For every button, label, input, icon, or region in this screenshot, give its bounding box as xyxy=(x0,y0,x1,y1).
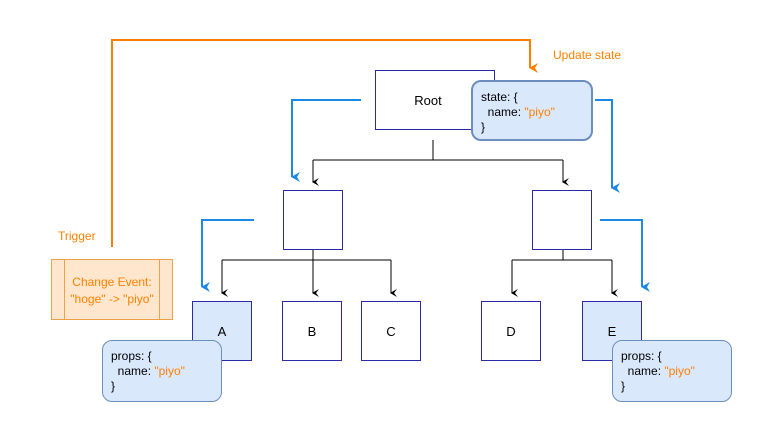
props-a-open: props: { xyxy=(111,349,152,363)
leaf-a-label: A xyxy=(217,323,227,339)
state-name-key: name: xyxy=(487,105,525,119)
change-event-values: "hoge" -> "piyo" xyxy=(70,292,154,306)
flow-arrow-root-to-right xyxy=(595,99,620,193)
leaf-b-label: B xyxy=(307,323,317,339)
change-event-title: Change Event: xyxy=(72,275,152,289)
flow-arrow-right-to-e xyxy=(600,219,650,292)
props-e-name-key: name: xyxy=(627,364,665,378)
props-e-name-value: "piyo" xyxy=(664,364,695,378)
right-child-node xyxy=(532,190,592,250)
leaf-node-b: B xyxy=(282,301,342,361)
leaf-c-label: C xyxy=(386,323,396,339)
state-note: state: { name: "piyo" } xyxy=(471,80,593,141)
event-right-bar xyxy=(159,260,160,319)
trigger-label: Trigger xyxy=(58,229,96,243)
flow-arrow-left-to-a xyxy=(201,219,254,292)
props-e-name-line: name: "piyo" xyxy=(621,364,723,379)
update-state-arrow xyxy=(111,39,538,247)
update-state-label: Update state xyxy=(553,48,622,62)
leaf-e-label: E xyxy=(607,323,617,339)
event-left-bar xyxy=(64,260,65,319)
props-note-a: props: { name: "piyo" } xyxy=(102,340,222,402)
props-a-close: } xyxy=(111,379,116,393)
state-name-line: name: "piyo" xyxy=(481,105,583,120)
state-name-value: "piyo" xyxy=(524,105,555,119)
props-a-name-value: "piyo" xyxy=(154,364,185,378)
leaf-node-c: C xyxy=(361,301,421,361)
props-e-open: props: { xyxy=(621,349,662,363)
root-label: Root xyxy=(414,92,442,108)
leaf-d-label: D xyxy=(506,323,516,339)
props-a-name-line: name: "piyo" xyxy=(111,364,213,379)
flow-arrow-root-to-left xyxy=(291,99,361,182)
leaf-node-d: D xyxy=(481,301,541,361)
tree-connectors xyxy=(221,140,618,297)
state-close: } xyxy=(481,120,486,134)
props-e-close: } xyxy=(621,379,626,393)
props-a-name-key: name: xyxy=(117,364,155,378)
props-note-e: props: { name: "piyo" } xyxy=(612,340,732,402)
state-open: state: { xyxy=(481,90,518,104)
left-child-node xyxy=(283,190,343,250)
propagation-arrows xyxy=(201,99,650,292)
change-event-box: Change Event: "hoge" -> "piyo" xyxy=(51,259,173,320)
change-event-text: Change Event: "hoge" -> "piyo" xyxy=(64,274,160,308)
